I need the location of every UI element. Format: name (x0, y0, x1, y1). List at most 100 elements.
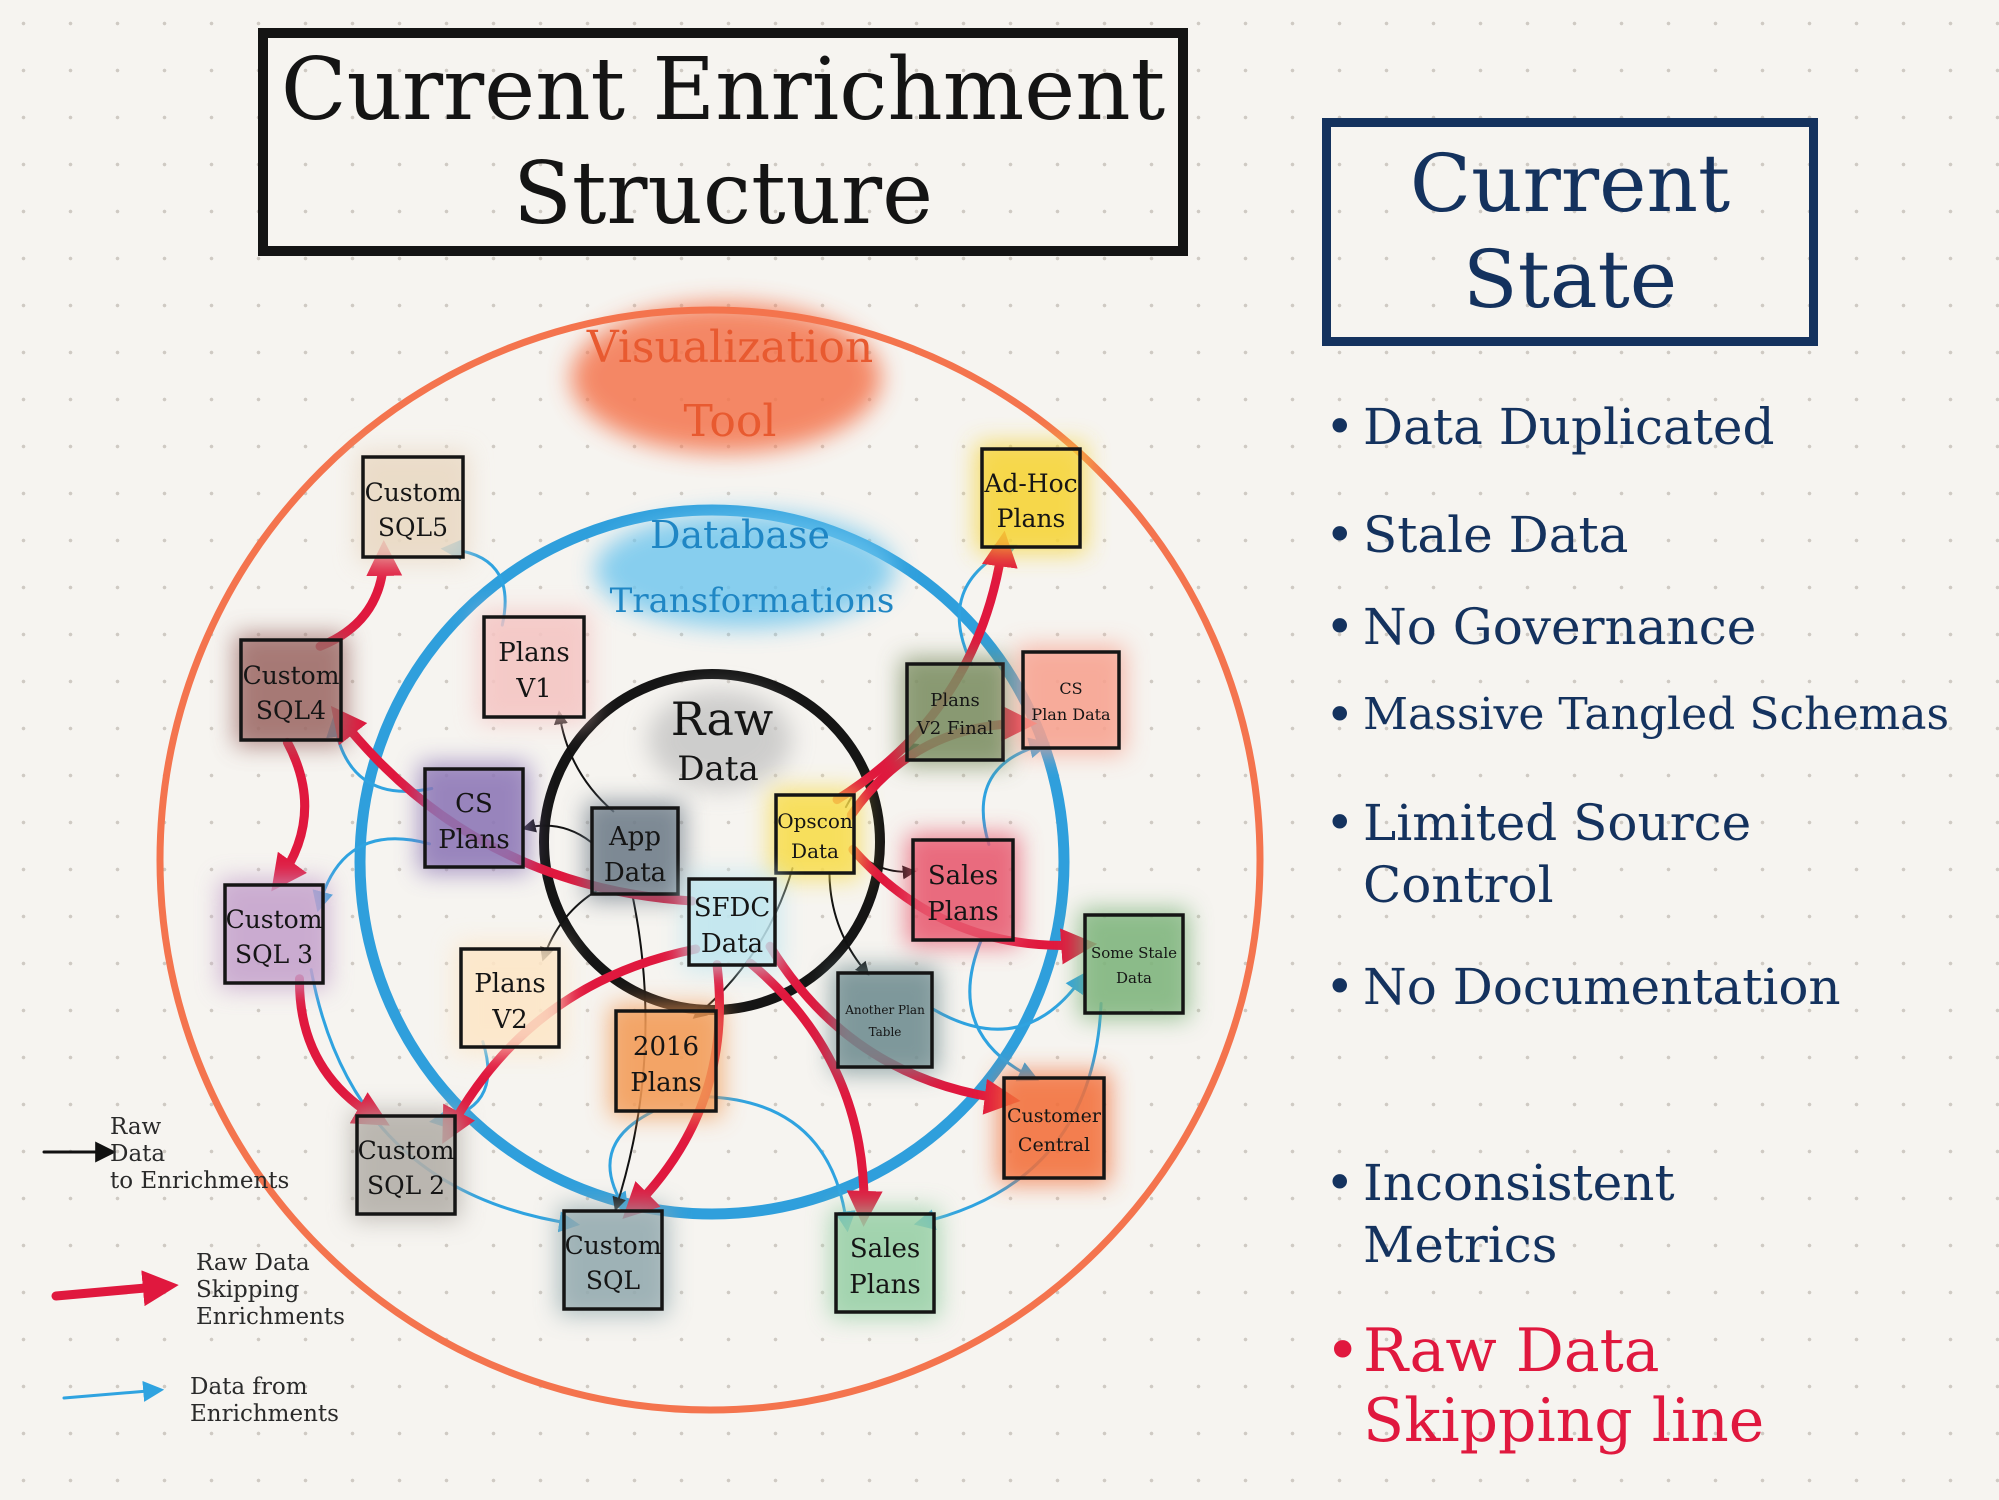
node-label-line1: Plans (930, 690, 979, 711)
database-transformations-blob (595, 512, 895, 628)
visualization-tool-label-2: Tool (684, 396, 777, 447)
node-label-line1: Custom (243, 661, 340, 690)
node-box (459, 947, 561, 1049)
node-label-line1: Custom (565, 1231, 662, 1260)
node-label-line1: CS (1059, 679, 1082, 698)
node-label-line1: 2016 (633, 1032, 699, 1062)
state-item-inconsistent-metrics: •Inconsistent Metrics (1325, 1154, 1675, 1274)
legend-arrow-red (51, 1270, 179, 1307)
node-label-line2: V2 Final (916, 718, 994, 739)
blue-edge-plans_2016-to-sales_plans_2 (703, 1095, 856, 1233)
node-label-line2: Plans (927, 897, 998, 927)
current-state-title-2: State (1462, 233, 1678, 326)
node-label-line1: Plans (474, 969, 545, 999)
node-box (980, 447, 1082, 549)
node-box (834, 1212, 936, 1314)
red-edge-custom_sql4-to-custom_sql5 (315, 539, 403, 651)
node-box (223, 883, 325, 985)
node-label-line1: Sales (928, 861, 998, 891)
node-label-line2: Data (604, 858, 666, 888)
raw-data-blob (648, 690, 792, 790)
node-label-line1: Plans (498, 638, 569, 668)
node-label-line1: Ad-Hoc (983, 469, 1077, 498)
database-transformations-label-2: Transformations (610, 581, 895, 621)
node-label-line2: Data (701, 929, 763, 959)
node-label-line2: SQL (586, 1266, 640, 1295)
red-edge-custom_sql3-to-custom_sql2 (294, 974, 390, 1126)
node-label-line1: CS (455, 789, 493, 819)
node-box (774, 793, 856, 875)
state-item-massive-tangled-schemas: •Massive Tangled Schemas (1325, 686, 1950, 744)
enrichment-diagram: Visualization Tool Database Transformati… (42, 303, 1264, 1414)
blue-edge-cs_plans-to-custom_sql3 (312, 837, 431, 913)
current-state-title-1: Current (1409, 137, 1731, 230)
node-label-line2: SQL5 (378, 513, 448, 542)
outer-ring-visualization-tool (156, 306, 1264, 1414)
node-label-line2: Table (869, 1025, 902, 1039)
node-box (1021, 650, 1121, 750)
node-plans-v2-final: Plans V2 Final (901, 658, 1009, 766)
node-label-line1: SFDC (694, 893, 771, 923)
state-item-raw-data-skipping-line: •Raw Data Skipping line (1325, 1316, 1765, 1456)
node-label-line1: Opscon (777, 809, 853, 833)
node-label-line1: Sales (850, 1234, 920, 1264)
node-sfdc-data: SFDC Data (683, 873, 781, 971)
database-transformations-label-1: Database (650, 513, 830, 557)
title-box: Current Enrichment Structure (258, 28, 1188, 256)
node-label-line2: Data (1116, 969, 1152, 987)
node-label-line2: SQL 2 (367, 1171, 445, 1200)
node-box (1083, 913, 1185, 1015)
node-label-line2: Central (1018, 1134, 1090, 1156)
red-edge-custom_sql4-to-custom_sql3 (271, 737, 310, 892)
node-label-line2: Plan Data (1031, 705, 1111, 724)
node-box (239, 638, 343, 742)
legend-label-from-enrichments: Data from Enrichments (190, 1374, 339, 1427)
node-label-line2: SQL 3 (235, 940, 313, 969)
node-box (355, 1114, 457, 1216)
title-line-2: Structure (512, 144, 934, 244)
node-label-line1: Customer (1007, 1105, 1102, 1127)
node-box (687, 877, 777, 967)
blue-edge-another_plan_table-to-some_stale_data (931, 971, 1087, 1031)
node-label-line2: Plans (630, 1068, 701, 1098)
raw-data-label-2: Data (677, 749, 758, 789)
node-label-line2: Plans (849, 1270, 920, 1300)
node-label-line2: SQL4 (256, 696, 326, 725)
black-edge-opscon_data-to-another_plan_table (828, 871, 870, 976)
node-box (614, 1009, 718, 1113)
node-box (482, 615, 586, 719)
node-box (361, 455, 465, 559)
red-edge-sfdc_data-to-sales_plans_2 (746, 958, 883, 1227)
node-box (905, 662, 1005, 762)
node-label-line1: Custom (358, 1136, 455, 1165)
node-box (423, 767, 525, 869)
node-box (911, 838, 1015, 942)
node-label-line2: V2 (491, 1005, 527, 1035)
node-label-line1: App (608, 822, 661, 852)
state-item-limited-source-control: •Limited Source Control (1325, 794, 1752, 914)
black-edge-app_data-to-cs_plans (521, 818, 592, 843)
state-item-data-duplicated: •Data Duplicated (1325, 398, 1775, 456)
node-box (836, 971, 934, 1069)
node-box (562, 1209, 664, 1311)
legend-label-raw-to-enrichments: Raw Data to Enrichments (110, 1114, 290, 1194)
middle-ring-database-transformations (354, 504, 1070, 1220)
raw-data-label-1: Raw (671, 692, 774, 746)
state-item-stale-data: •Stale Data (1325, 506, 1629, 564)
current-state-box: Current State (1322, 118, 1818, 346)
state-item-no-documentation: •No Documentation (1325, 958, 1841, 1016)
